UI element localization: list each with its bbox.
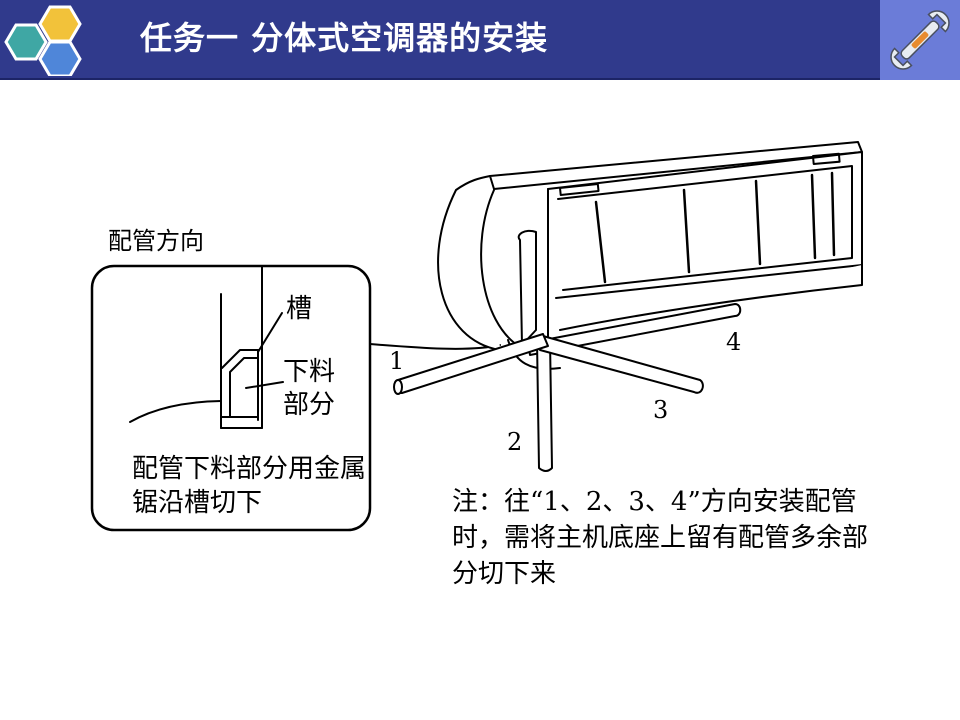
- direction-number-1: 1: [389, 347, 405, 375]
- installation-note: 注：往“1、2、3、4”方向安装配管时，需将主机底座上留有配管多余部分切下来: [452, 487, 869, 589]
- unit-slot-left: [559, 183, 600, 196]
- unit-slot-right: [812, 152, 841, 165]
- hexagon-yellow: [38, 5, 82, 43]
- pipe-4: [527, 303, 742, 356]
- cut-part-label: 下料部分: [283, 357, 336, 420]
- wrench-icon: [890, 10, 950, 70]
- hexagon-cluster-icon: [4, 5, 82, 76]
- unit-inner-panel: [557, 165, 853, 291]
- unit-ribs: [594, 171, 836, 284]
- unit-inner-curve: [480, 189, 521, 348]
- title-bar: 任务一 分体式空调器的安装: [0, 0, 960, 80]
- indoor-unit: [437, 141, 863, 370]
- direction-number-4: 4: [726, 328, 742, 356]
- groove-label: 槽: [286, 294, 313, 324]
- cut-part-leader: [245, 381, 284, 389]
- cut-instruction: 配管下料部分用金属锯沿槽切下: [132, 454, 367, 518]
- groove-leader: [257, 312, 283, 353]
- hexagon-teal: [4, 23, 48, 61]
- hexagon-blue: [38, 40, 82, 76]
- tool-tile: [880, 0, 960, 80]
- unit-recess: [517, 229, 537, 346]
- page-title: 任务一 分体式空调器的安装: [140, 19, 549, 57]
- direction-number-2: 2: [507, 428, 523, 456]
- pipe-direction-label: 配管方向: [108, 227, 204, 255]
- installation-figure: [90, 141, 863, 532]
- detail-curve: [129, 400, 222, 423]
- pipe-2: [536, 339, 553, 472]
- direction-number-3: 3: [653, 396, 669, 424]
- unit-base: [559, 264, 863, 331]
- pipe-3: [539, 335, 704, 394]
- pipe-1: [393, 333, 549, 395]
